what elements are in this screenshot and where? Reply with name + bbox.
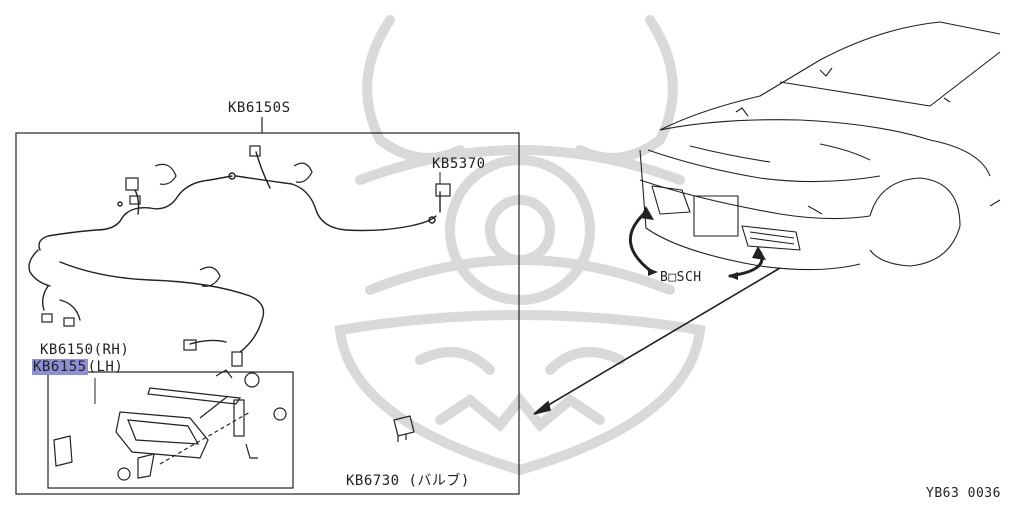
bulb-icon (393, 415, 415, 442)
harness-clips (41, 145, 451, 367)
diagram-id: YB63 0036 (926, 486, 1001, 501)
harness-kit-box (15, 117, 520, 495)
bulb-label: KB6730 (バルブ) (346, 473, 470, 489)
lamp-lh-side: (LH) (87, 359, 124, 375)
bosch-arrows (629, 210, 764, 278)
wiring-harness (28, 151, 441, 353)
car-illustration (639, 21, 1001, 271)
lamp-lh-label: KB6155(LH) (32, 359, 123, 375)
fog-lamp-assembly (47, 369, 294, 489)
watermark (334, 15, 706, 476)
harness-kit-label: KB6150S (228, 100, 291, 116)
pointer-arrow (533, 267, 781, 415)
arrow-heads (640, 206, 766, 280)
brand-label: B□SCH (660, 270, 702, 285)
lamp-rh-label: KB6150(RH) (40, 342, 130, 358)
leader-lines (94, 172, 441, 404)
connector-label: KB5370 (432, 156, 486, 172)
lamp-lh-code[interactable]: KB6155 (32, 359, 88, 375)
